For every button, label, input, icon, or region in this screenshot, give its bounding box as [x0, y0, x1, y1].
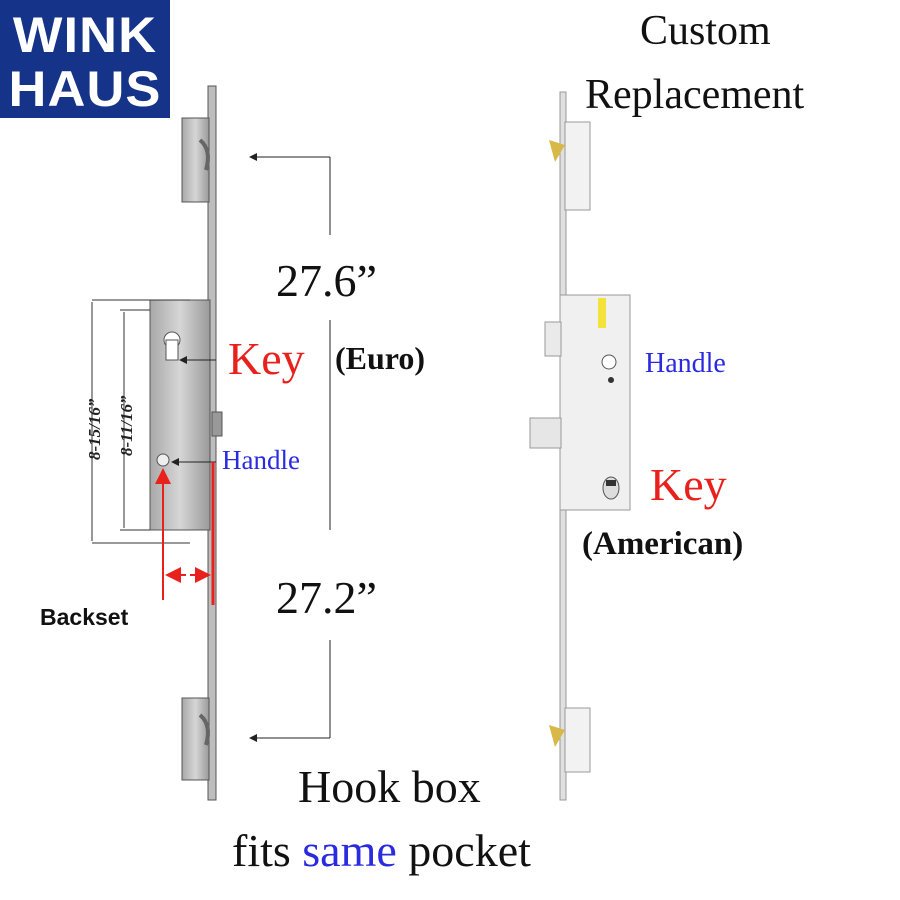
- caption-same: same: [302, 825, 397, 876]
- euro-lock: [91, 85, 331, 801]
- logo-line-2: HAUS: [8, 61, 162, 117]
- right-handle-spindle: [601, 354, 617, 370]
- bottom-dimension-label: 27.2”: [276, 572, 377, 623]
- body-height-inner: 8-11/16”: [117, 395, 136, 456]
- caption-fits: fits: [232, 825, 291, 876]
- right-bottom-hook: [549, 725, 565, 747]
- left-bottom-hook-box: [181, 697, 210, 781]
- left-handle-label: Handle: [222, 445, 300, 475]
- euro-key-type: (Euro): [335, 340, 426, 376]
- right-bottom-hook-box: [564, 707, 591, 773]
- logo-line-1: WINK: [12, 7, 158, 63]
- american-key-type: (American): [582, 526, 744, 562]
- caption-line-2: fits same pocket: [232, 828, 531, 874]
- right-handle-label: Handle: [645, 348, 726, 379]
- winkhaus-logo: WINK HAUS: [0, 0, 170, 118]
- right-deadbolt: [529, 417, 562, 449]
- replacement-title: Replacement: [585, 72, 805, 118]
- custom-title: Custom: [640, 8, 771, 54]
- left-handle-spindle: [156, 453, 170, 467]
- euro-key-label: Key: [228, 333, 305, 384]
- left-lock-body: [149, 299, 211, 531]
- american-key-label: Key: [650, 459, 727, 510]
- top-dimension-label: 27.6”: [276, 255, 377, 306]
- american-lock: [529, 91, 631, 801]
- backset-label: Backset: [40, 604, 129, 630]
- right-latch-indicator: [598, 298, 606, 328]
- caption-line-1: Hook box: [298, 761, 481, 812]
- caption-pocket: pocket: [408, 825, 531, 876]
- body-height-outer: 8-15/16”: [85, 398, 104, 460]
- left-top-hook-box: [181, 117, 210, 203]
- right-top-hook-box: [564, 121, 591, 211]
- right-lock-body: [559, 294, 631, 511]
- right-top-hook: [549, 140, 565, 162]
